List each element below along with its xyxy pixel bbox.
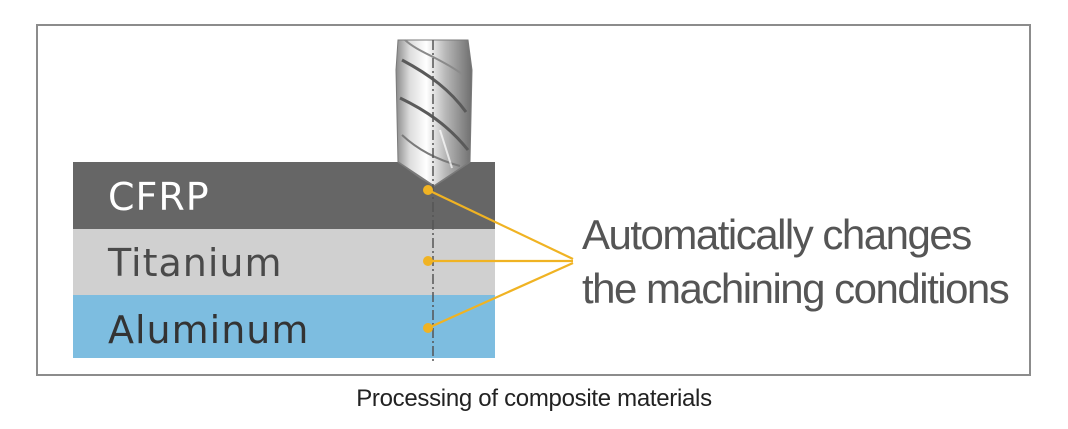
- cfrp-label: CFRP: [108, 175, 210, 219]
- callout-leaders: [427, 189, 574, 330]
- cfrp-marker: [423, 185, 433, 195]
- callout-line-2: the machining conditions: [582, 265, 1010, 312]
- callout-line-1: Automatically changes: [582, 211, 972, 258]
- aluminum-label: Aluminum: [108, 308, 310, 352]
- titanium-marker: [423, 256, 433, 266]
- titanium-label: Titanium: [108, 241, 283, 285]
- callout-text: Automatically changes the machining cond…: [582, 208, 1010, 316]
- aluminum-marker: [423, 323, 433, 333]
- drill-bit: [395, 39, 473, 187]
- figure-caption: Processing of composite materials: [356, 385, 712, 412]
